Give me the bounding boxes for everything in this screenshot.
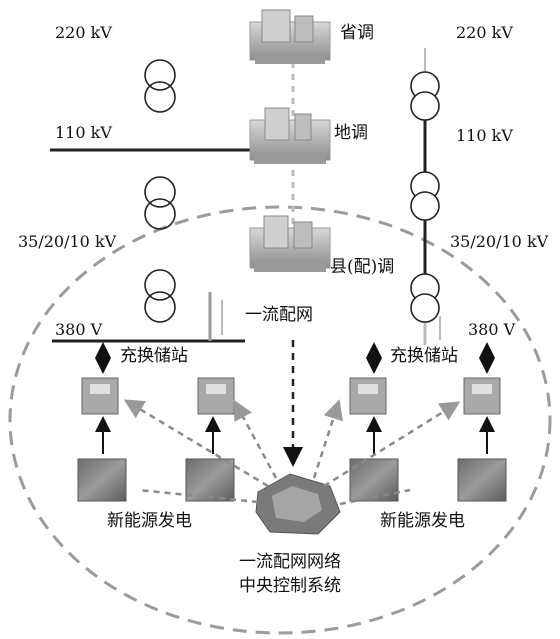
control-system-label-line1: 一流配网网络 [210, 553, 370, 571]
voltage-label-220kv-right: 220 kV [456, 24, 513, 42]
transformer-icon [411, 72, 439, 120]
transformer-icon [145, 60, 175, 112]
charging-station-icon [198, 378, 234, 414]
swap-station-label-right: 充换储站 [390, 347, 458, 365]
first-class-network-label: 一流配网 [245, 306, 313, 324]
charging-station-icon [350, 378, 386, 414]
county-dispatch-label: 县(配)调 [330, 258, 394, 276]
prefecture-dispatch-label: 地调 [334, 124, 368, 142]
new-energy-label-left: 新能源发电 [107, 512, 192, 530]
voltage-label-220kv-left: 220 kV [55, 24, 112, 42]
dispatch-center-icon [250, 216, 330, 272]
voltage-label-380v-left: 380 V [55, 321, 102, 339]
voltage-label-380v-right: 380 V [468, 321, 515, 339]
solar-panel-icon [186, 459, 234, 501]
transformer-icon [411, 274, 439, 322]
charging-station-icon [82, 378, 118, 414]
voltage-label-110kv-left: 110 kV [55, 124, 112, 142]
solar-panel-icon [350, 459, 398, 501]
transformer-icon [145, 270, 175, 322]
voltage-label-35kv-left: 35/20/10 kV [18, 233, 116, 251]
voltage-label-110kv-right: 110 kV [456, 127, 513, 145]
new-energy-label-right: 新能源发电 [380, 512, 465, 530]
transformer-icon [411, 172, 439, 220]
solar-panel-icon [78, 459, 126, 501]
dispatch-center-icon [250, 10, 330, 64]
swap-station-label-left: 充换储站 [120, 347, 188, 365]
voltage-label-35kv-right: 35/20/10 kV [450, 233, 548, 251]
charging-station-icon [464, 378, 500, 414]
provincial-dispatch-label: 省调 [340, 24, 374, 42]
solar-panel-icon [458, 459, 506, 501]
control-system-label-line2: 中央控制系统 [210, 577, 370, 595]
dispatch-center-icon [250, 108, 330, 164]
transformer-icon [145, 177, 175, 229]
